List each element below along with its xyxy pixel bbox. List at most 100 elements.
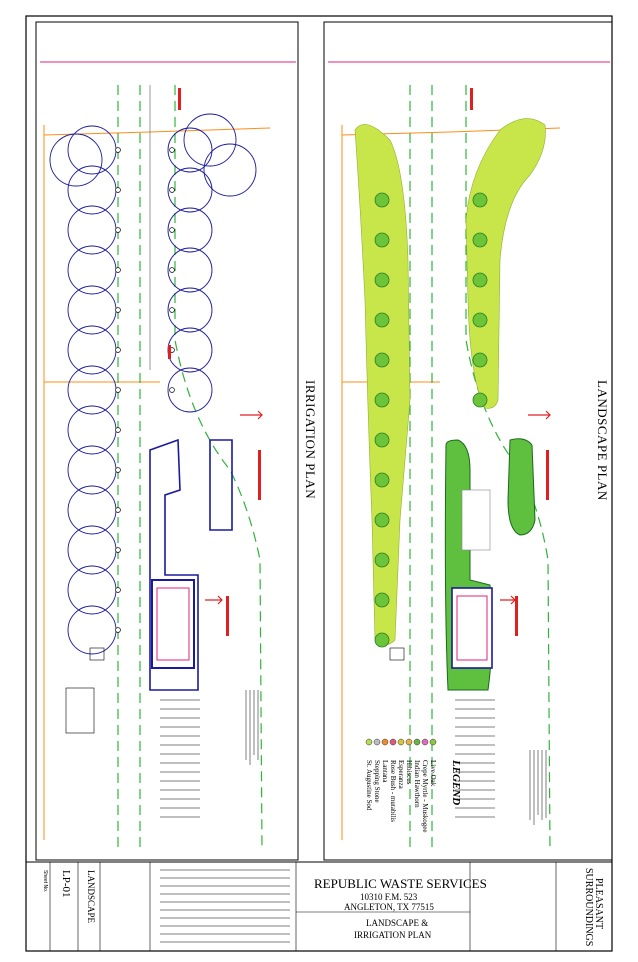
sprinkler-head: [115, 507, 121, 513]
spray-arc: [67, 565, 117, 615]
red-label-left-2: [258, 450, 261, 500]
spray-arc: [167, 207, 213, 253]
sprinkler-head: [115, 387, 121, 393]
sprinkler-head: [115, 467, 121, 473]
sprinkler-head: [115, 347, 121, 353]
tree-symbol: [374, 432, 390, 448]
landscape-bed-island: [507, 438, 536, 536]
spray-arc: [67, 605, 117, 655]
red-label-left-1: [178, 88, 181, 110]
tree-symbol: [374, 352, 390, 368]
irrigation-legend-box: [65, 687, 95, 734]
sprinkler-head: [169, 267, 175, 273]
tree-symbol: [374, 312, 390, 328]
title-block: [49, 862, 557, 951]
spray-arc: [67, 445, 117, 495]
tree-symbol: [374, 552, 390, 568]
right-panel-frame: [323, 21, 613, 861]
drawing-title-line1: LANDSCAPE &: [366, 918, 429, 928]
sprinkler-head: [115, 627, 121, 633]
spray-arc: [167, 287, 213, 333]
irrigation-notes: [245, 690, 259, 765]
spray-arc: [183, 113, 237, 167]
irrigation-plan-title: IRRIGATION PLAN: [303, 380, 318, 500]
legend-swatch: [373, 738, 381, 746]
sheet-number-label: Sheet No.: [42, 870, 48, 893]
walkway-right: [461, 489, 491, 551]
sprinkler-head: [115, 187, 121, 193]
sprinkler-head: [169, 187, 175, 193]
parking-stalls-right: [455, 699, 495, 818]
tree-symbol: [472, 392, 488, 408]
spray-arc: [67, 485, 117, 535]
discipline-label: LANDSCAPE: [86, 870, 96, 924]
spray-arc: [67, 205, 117, 255]
sprinkler-head: [115, 587, 121, 593]
entry-arrow-right: [528, 410, 551, 420]
legend-item-label: Rose Bush - mutabilis: [389, 760, 397, 823]
legend-swatch: [421, 738, 429, 746]
irrigated-island-left: [209, 439, 233, 531]
spray-arc: [67, 165, 117, 215]
legend-item-label: Indian Hawthorn: [413, 760, 421, 808]
landscape-plan: [328, 61, 610, 851]
entry-arrow-left: [240, 410, 263, 420]
spray-arc: [67, 405, 117, 455]
irrigation-plan: [40, 61, 296, 851]
red-label-right-2: [546, 450, 549, 500]
tree-symbol: [374, 192, 390, 208]
legend-swatches: [365, 738, 437, 746]
sprinkler-head: [115, 227, 121, 233]
landscape-notes: [529, 750, 547, 825]
spray-arc: [167, 367, 213, 413]
legend-swatch: [429, 738, 437, 746]
tree-symbol: [374, 592, 390, 608]
sheet-number: LP-01: [60, 870, 72, 898]
legend-swatch: [413, 738, 421, 746]
firm-name-line2: SURROUNDINGS: [583, 868, 594, 947]
legend-item-label: St. Augustine Sod: [365, 760, 373, 811]
tree-symbol: [374, 632, 390, 648]
sprinkler-head: [169, 307, 175, 313]
road-curve: [174, 85, 263, 851]
legend-item-label: Hibiscus: [405, 760, 413, 785]
red-label-right-3: [515, 596, 518, 636]
tree-symbol: [374, 512, 390, 528]
legend-item-label: Esperanza: [397, 760, 405, 789]
tree-symbol: [472, 232, 488, 248]
irrigated-bed-left: [149, 438, 199, 691]
tree-symbol: [472, 352, 488, 368]
legend-swatch: [405, 738, 413, 746]
road-curve-right: [465, 85, 551, 851]
landscape-plan-title: LANDSCAPE PLAN: [595, 380, 610, 501]
legend-swatch: [397, 738, 405, 746]
client-name: REPUBLIC WASTE SERVICES: [314, 876, 487, 891]
legend-swatch: [381, 738, 389, 746]
tree-symbol: [374, 472, 390, 488]
legend-item-label: Live Oak: [429, 760, 437, 787]
legend-title: LEGEND: [450, 760, 462, 806]
tree-symbol: [472, 192, 488, 208]
site-address-line1: 10310 F.M. 523: [360, 892, 418, 902]
tree-symbol: [374, 392, 390, 408]
sprinkler-head: [169, 227, 175, 233]
office-building-right-inner: [456, 595, 488, 661]
sod-strip-left: [354, 124, 411, 646]
sprinkler-head: [115, 307, 121, 313]
drawing-title-line2: IRRIGATION PLAN: [354, 930, 432, 940]
sprinkler-head: [115, 147, 121, 153]
legend-item-label: Crepe Myrtle - Muskogee: [421, 760, 429, 833]
legend-swatch: [365, 738, 373, 746]
spray-arc: [67, 525, 117, 575]
spray-arc: [67, 285, 117, 335]
sprinkler-head: [115, 267, 121, 273]
spray-arc: [67, 325, 117, 375]
valve-box-right: [389, 647, 405, 661]
tree-symbol: [472, 272, 488, 288]
spray-arc: [67, 245, 117, 295]
red-label-left-3: [168, 345, 171, 359]
office-building-left-inner: [156, 587, 190, 661]
spray-arc: [167, 167, 213, 213]
spray-arc: [167, 127, 213, 173]
